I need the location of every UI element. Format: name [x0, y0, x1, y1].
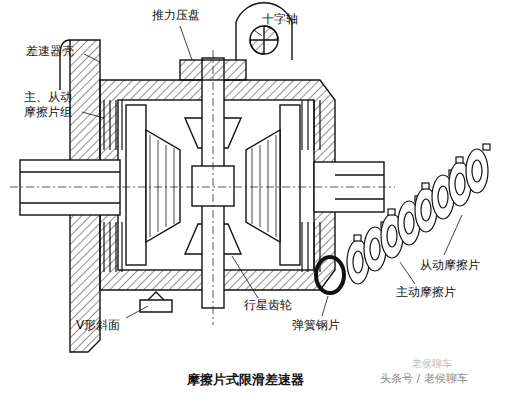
plate-hole [404, 212, 414, 234]
part-label: 行星齿轮 [244, 298, 292, 313]
plate-tab [456, 157, 463, 163]
caption: 摩擦片式限滑差速器 [187, 372, 304, 388]
plate-tab [388, 209, 395, 215]
watermark: 老侯聊车 [412, 358, 452, 371]
exploded-plates [347, 144, 490, 284]
friction-plate [466, 149, 488, 193]
plate-hole [387, 225, 397, 247]
part-label: 差速器壳 [26, 44, 74, 59]
plate-tab [422, 183, 429, 189]
plate-hole [421, 199, 431, 221]
part-label: 主动摩擦片 [396, 285, 456, 300]
part-label: V形斜面 [76, 318, 120, 333]
watermark: 头条号 / 老侯聊车 [380, 372, 468, 386]
housing-section [10, 3, 395, 352]
plate-hole [370, 238, 380, 260]
plate-tab [483, 144, 490, 150]
plate-hole [455, 173, 465, 195]
part-label: 十字轴 [262, 12, 298, 27]
spring-disc [316, 257, 344, 293]
part-label: 推力压盘 [152, 8, 200, 23]
part-label: 主、从动 摩擦片组 [24, 90, 78, 120]
part-label: 弹簧钢片 [292, 318, 340, 333]
plate-hole [438, 186, 448, 208]
plate-hole [472, 160, 482, 182]
part-label: 从动摩擦片 [420, 258, 480, 273]
plate-tab [354, 235, 361, 241]
plate-hole [353, 251, 363, 273]
leader-lines [82, 26, 462, 318]
